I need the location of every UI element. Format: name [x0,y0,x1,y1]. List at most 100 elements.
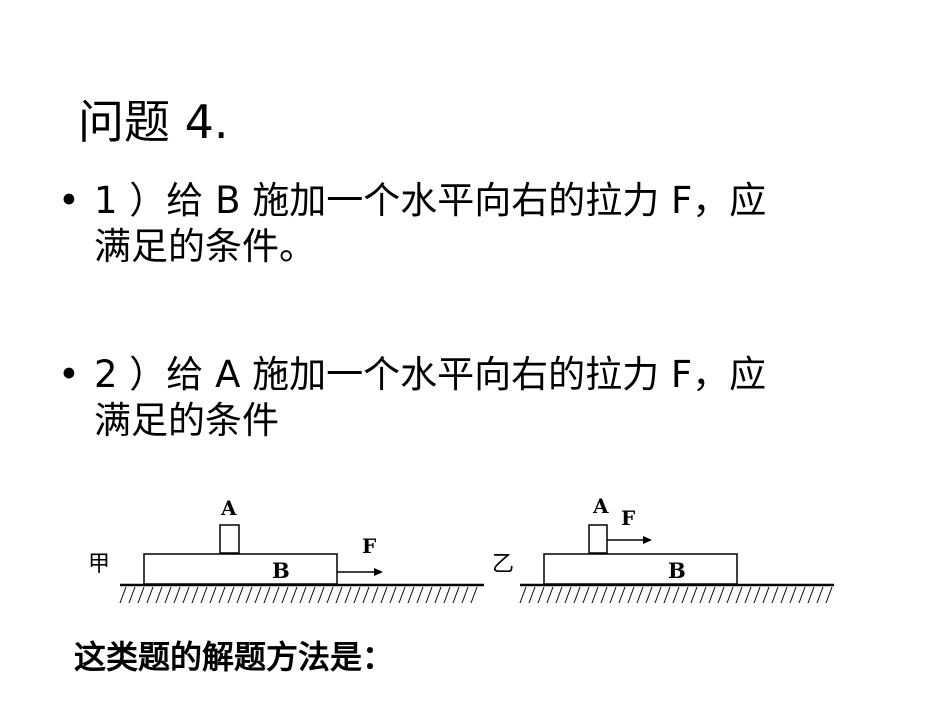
ground-hatch-line [416,586,424,604]
ground-hatch-line [609,586,617,604]
ground-hatch-line [209,586,217,604]
block-b-left [143,553,338,585]
diagram-left-label: 甲 [88,552,110,577]
ground-hatch-line [317,586,325,604]
ground-hatch-line [681,586,689,604]
ground-hatch-line [672,586,680,604]
ground-hatch-line [173,586,181,604]
slide-title: 问题 4. [78,95,229,149]
ground-hatch-line [600,586,608,604]
ground-hatch-line [137,586,145,604]
ground-hatch-line [470,586,478,604]
ground-hatch-line [762,586,770,604]
ground-hatch-line [425,586,433,604]
ground-hatch-line [546,586,554,604]
ground-hatch-line [218,586,226,604]
ground-hatch-line [164,586,172,604]
ground-hatch-line [434,586,442,604]
ground-hatch-line [627,586,635,604]
ground-hatch-left [119,586,478,604]
ground-hatch-line [191,586,199,604]
ground-hatch-right [519,586,833,604]
ground-hatch-line [380,586,388,604]
ground-hatch-line [537,586,545,604]
ground-hatch-line [798,586,806,604]
ground-hatch-line [353,586,361,604]
ground-hatch-line [528,586,536,604]
ground-hatch-line [582,586,590,604]
bullet-1-line-1: 1 ）给 B 施加一个水平向右的拉力 F，应 [94,179,767,222]
ground-hatch-line [119,586,127,604]
bullet-2-line-2: 满足的条件 [94,399,279,442]
ground-hatch-line [308,586,316,604]
block-a-left [219,524,240,554]
ground-hatch-line [690,586,698,604]
ground-hatch-line [789,586,797,604]
ground-hatch-line [771,586,779,604]
ground-hatch-line [245,586,253,604]
force-label-left: F [362,534,376,558]
bullet-item-1: • 1 ）给 B 施加一个水平向右的拉力 F，应 满足的条件。 [58,178,878,270]
force-label-right: F [621,506,635,530]
ground-hatch-line [254,586,262,604]
ground-hatch-line [389,586,397,604]
ground-hatch-line [654,586,662,604]
diagram-right-label: 乙 [492,552,514,577]
ground-hatch-line [699,586,707,604]
method-text: 这类题的解题方法是： [74,638,395,676]
ground-hatch-line [299,586,307,604]
ground-hatch-line [335,586,343,604]
ground-hatch-line [272,586,280,604]
ground-hatch-line [407,586,415,604]
ground-hatch-line [663,586,671,604]
ground-hatch-line [290,586,298,604]
ground-hatch-line [128,586,136,604]
ground-hatch-line [281,586,289,604]
bullet-marker: • [58,353,80,396]
ground-hatch-line [645,586,653,604]
ground-hatch-line [564,586,572,604]
ground-hatch-line [591,586,599,604]
ground-hatch-line [344,586,352,604]
ground-hatch-line [452,586,460,604]
ground-hatch-line [461,586,469,604]
ground-hatch-line [182,586,190,604]
ground-hatch-line [519,586,527,604]
ground-hatch-line [816,586,824,604]
diagram-left: 甲 A B F [88,496,484,604]
bullet-1-line-2: 满足的条件。 [94,225,316,268]
ground-hatch-line [573,586,581,604]
ground-hatch-line [398,586,406,604]
block-a-left-label: A [220,496,237,520]
block-a-right-label: A [592,494,609,518]
ground-hatch-line [326,586,334,604]
force-arrow-right-head [643,536,652,544]
ground-hatch-line [744,586,752,604]
force-arrow-left-head [374,568,383,576]
ground-hatch-line [236,586,244,604]
bullet-marker: • [58,179,80,222]
ground-hatch-line [726,586,734,604]
ground-hatch-line [362,586,370,604]
diagram-right: 乙 A F B [492,494,834,604]
block-b-right-label: B [668,558,686,583]
ground-hatch-line [371,586,379,604]
bullet-2-line-1: 2 ）给 A 施加一个水平向右的拉力 F，应 [94,353,767,396]
ground-hatch-line [780,586,788,604]
bullet-item-2: • 2 ）给 A 施加一个水平向右的拉力 F，应 满足的条件 [58,352,878,444]
ground-hatch-line [200,586,208,604]
ground-hatch-line [263,586,271,604]
ground-hatch-line [636,586,644,604]
ground-hatch-line [618,586,626,604]
ground-hatch-line [708,586,716,604]
ground-hatch-line [443,586,451,604]
ground-hatch-line [825,586,833,604]
ground-hatch-line [155,586,163,604]
ground-hatch-line [146,586,154,604]
ground-hatch-line [753,586,761,604]
ground-hatch-line [227,586,235,604]
block-b-left-label: B [272,558,290,583]
ground-hatch-line [555,586,563,604]
ground-hatch-line [807,586,815,604]
block-a-right [588,524,608,554]
